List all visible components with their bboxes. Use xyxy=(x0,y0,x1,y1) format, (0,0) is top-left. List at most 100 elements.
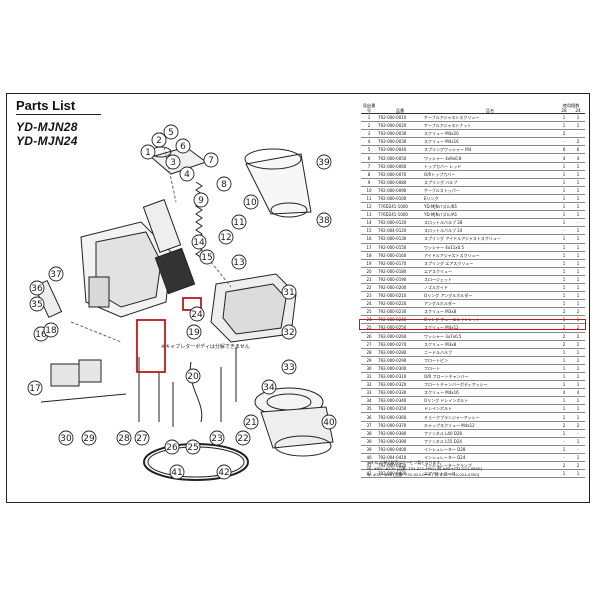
row-qty-28: 2 xyxy=(557,461,571,471)
row-qty-24: - xyxy=(571,218,586,228)
row-name: スプリングワッシャー M4 xyxy=(423,145,557,155)
row-qty-28: 1 xyxy=(557,251,571,260)
row-name: O/R フロートチャンバー xyxy=(423,372,557,382)
row-qty-24: 1 xyxy=(571,299,586,309)
row-qty-24: 1 xyxy=(571,194,586,204)
row-qty-24: - xyxy=(571,129,586,139)
row-part-no: 792-000-0070 xyxy=(377,170,423,179)
row-part-no: 792-004-0410 xyxy=(377,453,423,463)
callout-circle xyxy=(281,359,297,375)
row-qty-28: 1 xyxy=(557,243,571,252)
row-no: 6 xyxy=(361,153,377,163)
callout-label: 5 xyxy=(168,128,174,138)
header-name: 品名 xyxy=(423,99,557,114)
row-qty-28: 1 xyxy=(557,210,571,220)
callout-circle xyxy=(43,322,59,338)
row-no: 17 xyxy=(361,243,377,252)
row-part-no: 792-000-0060 xyxy=(377,162,423,171)
callout-circle xyxy=(231,254,247,270)
callout-label: 12 xyxy=(220,233,231,243)
row-no: 40 xyxy=(361,453,377,463)
callout-circle xyxy=(29,296,45,312)
row-qty-24: 1 xyxy=(571,202,586,212)
row-name: インシュレータークランプ xyxy=(423,461,557,471)
row-name: スロージェット xyxy=(423,275,557,284)
row-qty-28: 1 xyxy=(557,259,571,268)
row-part-no: 792-000-0290 xyxy=(377,356,423,365)
callout-circle xyxy=(169,464,185,480)
row-no: 9 xyxy=(361,178,377,187)
row-name: スプリング エアスクリュー xyxy=(423,259,557,268)
row-name: アングルホルダー xyxy=(423,299,557,309)
header-qty: 使用個数 28 24 xyxy=(557,99,586,114)
callout-circle xyxy=(191,234,207,250)
row-qty-28: 2 xyxy=(557,129,571,139)
row-part-no: 792-000-0270 xyxy=(377,340,423,349)
row-no: 3 xyxy=(361,129,377,139)
row-name: スクリュー M4x12 xyxy=(423,323,557,333)
row-qty-24: 6 xyxy=(571,145,586,155)
row-qty-24: 2 xyxy=(571,307,586,317)
row-qty-28: - xyxy=(557,437,571,446)
header-qty-label: 使用個数 xyxy=(562,103,580,108)
row-qty-24: 1 xyxy=(571,121,586,131)
callout-label: 34 xyxy=(263,383,275,393)
row-qty-24: 1 xyxy=(571,275,586,284)
row-part-no: 792-000-0170 xyxy=(377,259,423,268)
row-qty-24: 1 xyxy=(571,162,586,171)
callout-circle xyxy=(243,414,259,430)
callout-label: 16 xyxy=(35,330,47,340)
callout-label: 19 xyxy=(188,328,200,338)
row-qty-28: 1 xyxy=(557,348,571,357)
row-no: 20 xyxy=(361,267,377,276)
row-name: スクリュー M4x16 xyxy=(423,137,557,147)
row-no: 19 xyxy=(361,259,377,268)
row-qty-24: 2 xyxy=(571,323,586,333)
table-notes: MJ: #80~#230 [品番: 731-021-***0 / 例 #80→7… xyxy=(367,466,587,478)
callout-circle xyxy=(151,132,167,148)
callout-circle xyxy=(164,439,180,455)
row-name: スクリュー M3x8 xyxy=(423,307,557,317)
model-name-1: YD-MJN28 xyxy=(16,120,78,134)
row-qty-28: 4 xyxy=(557,388,571,398)
note-mj: MJ: #80~#230 [品番: 731-021-***0 / 例 #80→7… xyxy=(367,466,482,471)
row-part-no: 792-000-0150 xyxy=(377,243,423,252)
row-name: Oリング ドレインボルト xyxy=(423,396,557,406)
callout-circle xyxy=(209,430,225,446)
callout-circle xyxy=(203,152,219,168)
row-name: ワッシャー 4x9x0.8 xyxy=(423,153,557,163)
row-qty-24: - xyxy=(571,429,586,438)
row-no: 36 xyxy=(361,412,377,422)
row-qty-24: 1 xyxy=(571,380,586,390)
callout-label: 14 xyxy=(193,238,205,248)
callout-circle xyxy=(281,324,297,340)
row-qty-28: 1 xyxy=(557,299,571,309)
callout-circle xyxy=(29,280,45,296)
row-name: ワッシャー 4x11x0.5 xyxy=(423,243,557,252)
row-qty-24: 1 xyxy=(571,404,586,414)
row-qty-28: 1 xyxy=(557,364,571,374)
row-no: 41 xyxy=(361,461,377,471)
row-qty-24: 1 xyxy=(571,469,586,479)
row-qty-28: 1 xyxy=(557,412,571,422)
row-name: Eリング xyxy=(423,194,557,204)
row-no: 11 xyxy=(361,194,377,204)
